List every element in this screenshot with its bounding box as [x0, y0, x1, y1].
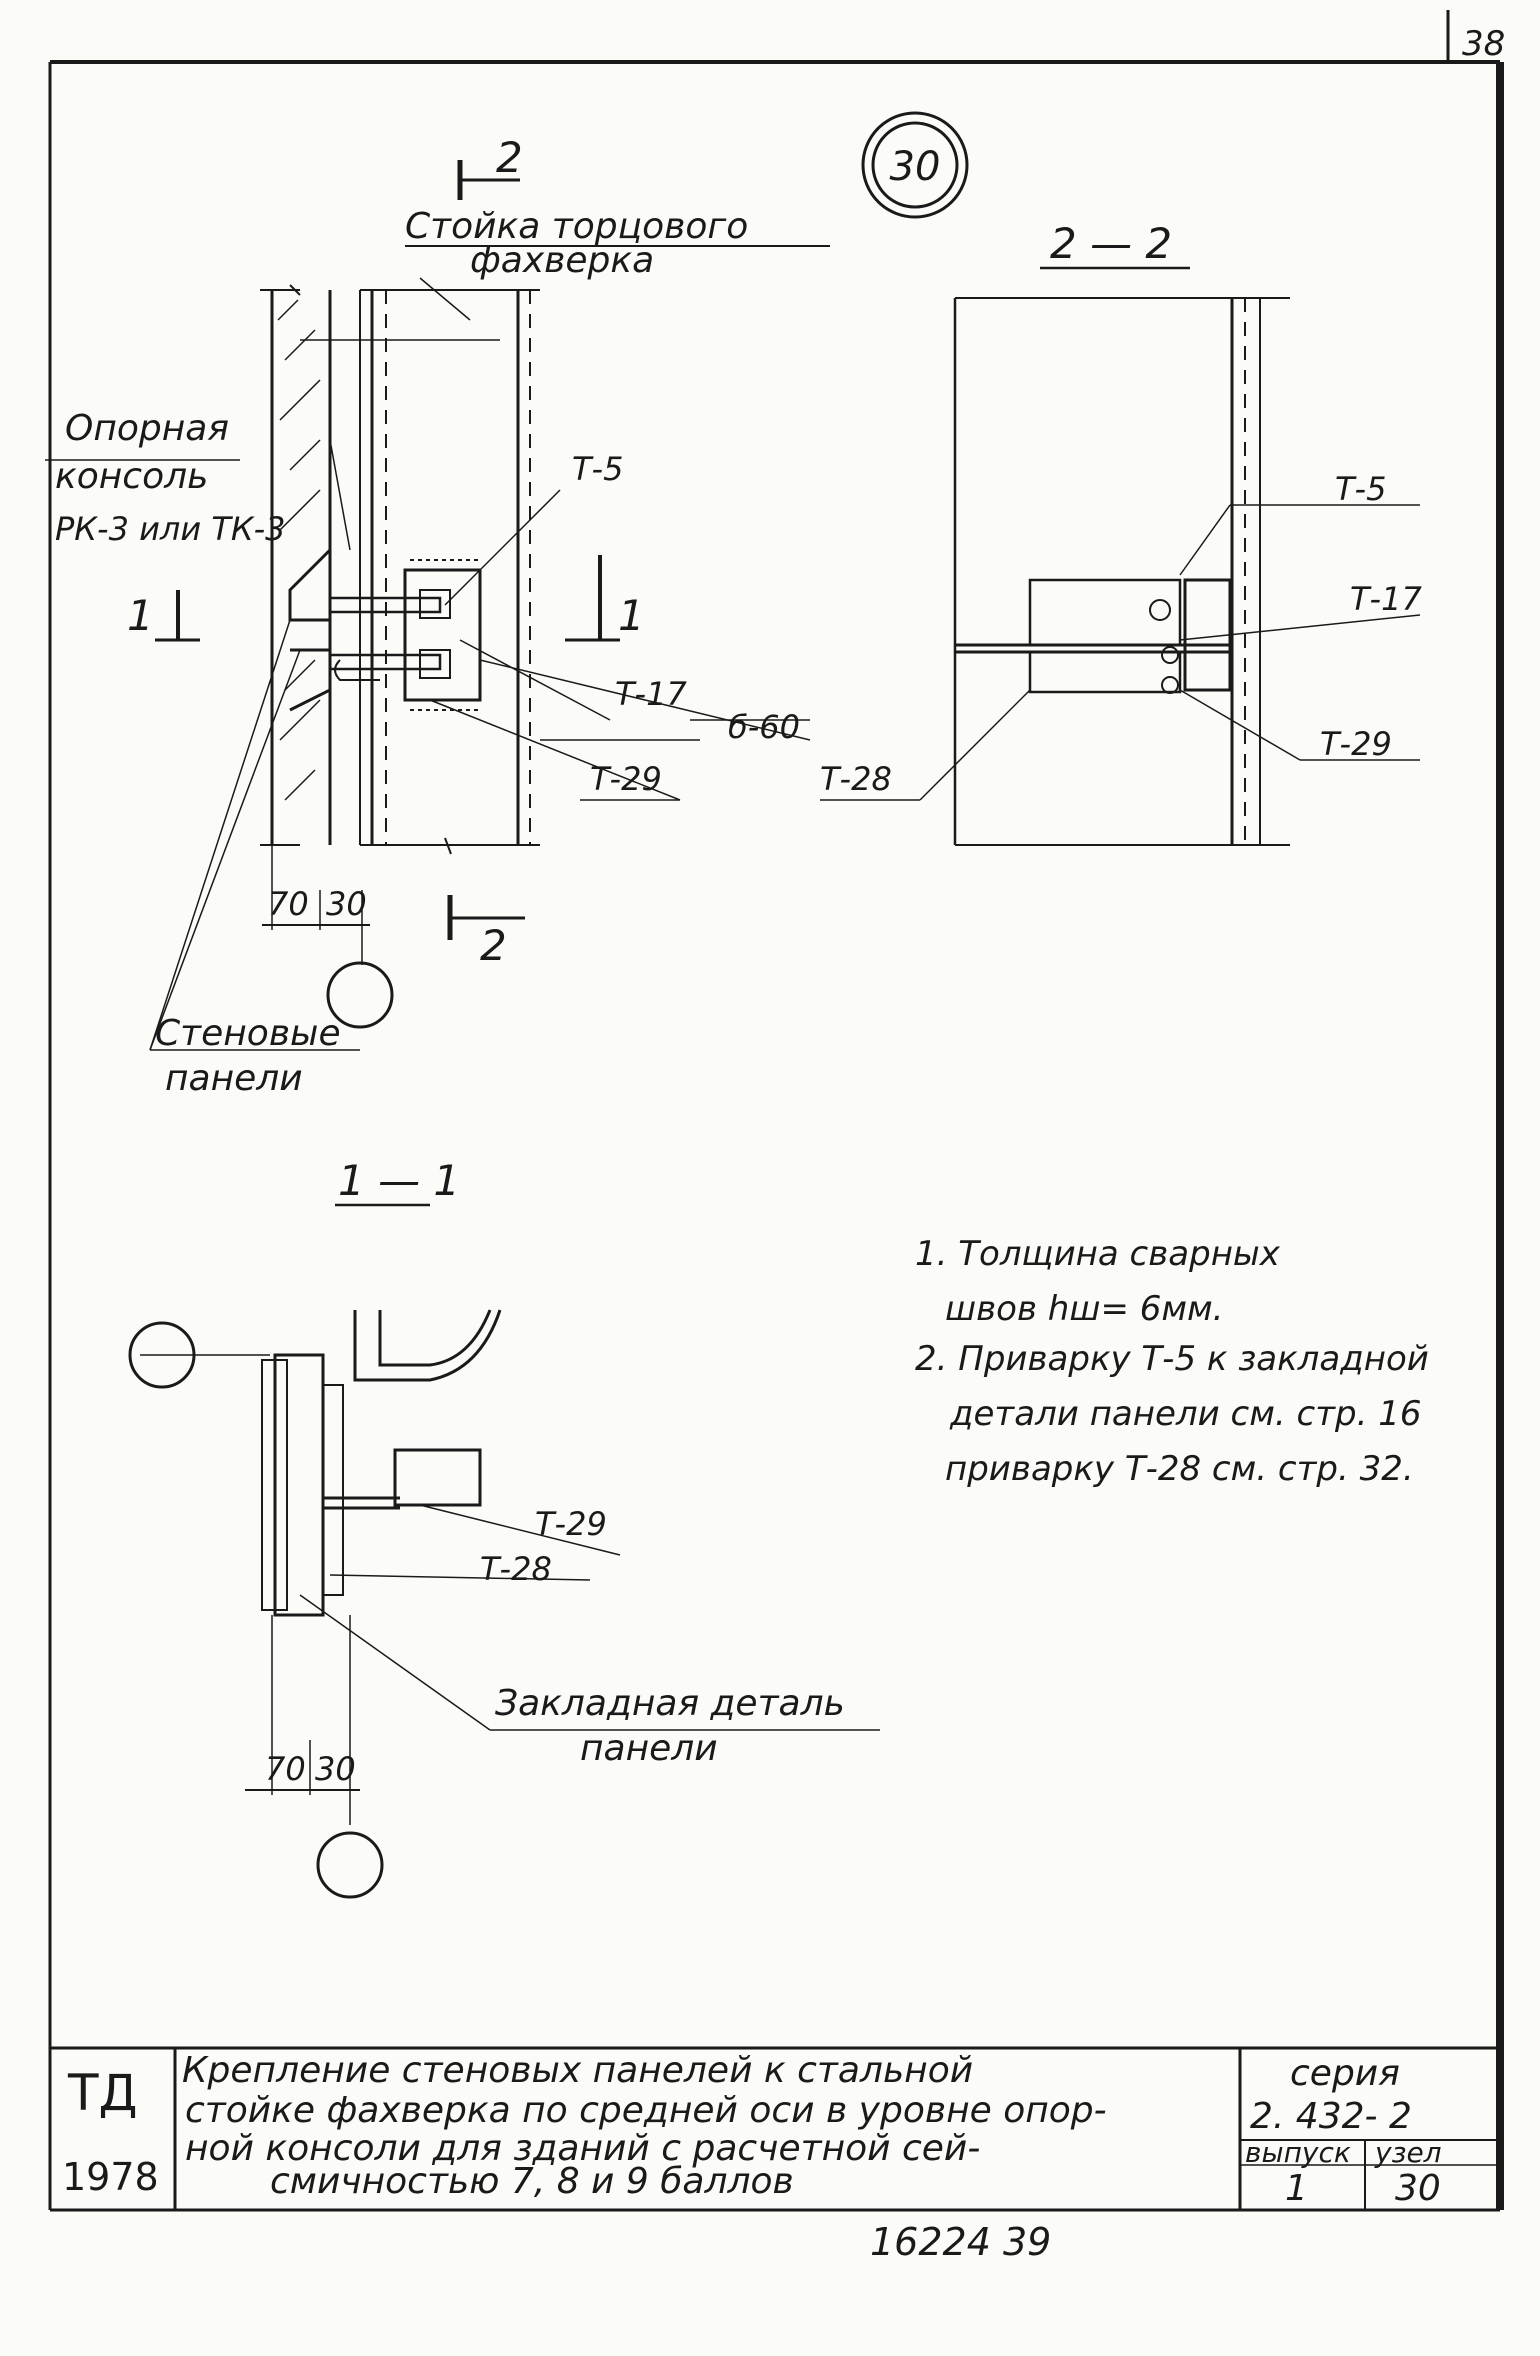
console-label-line2: консоль — [55, 456, 208, 497]
node-circle-number: 30 — [890, 144, 941, 190]
stamp-title-line4: смичностью 7, 8 и 9 баллов — [270, 2161, 794, 2202]
section-2-top-mark: 2 — [496, 133, 523, 182]
section-1-right-mark: 1 — [618, 591, 645, 640]
stamp-node-value: 30 — [1395, 2168, 1441, 2209]
label-t5-s22: Т-5 — [1335, 470, 1386, 508]
stamp-year: 1978 — [62, 2155, 159, 2199]
stand-title-line1: Стойка торцового — [405, 206, 748, 247]
label-t29-s22: Т-29 — [1320, 725, 1392, 763]
label-t29-main: Т-29 — [590, 760, 662, 798]
embed-label-line1: Закладная деталь — [495, 1683, 845, 1724]
stamp-title-line1: Крепление стеновых панелей к стальной — [182, 2050, 973, 2091]
stamp-issue-value: 1 — [1285, 2168, 1308, 2209]
stamp-series-value: 2. 432- 2 — [1250, 2096, 1412, 2137]
console-label-line3: РК-3 или ТК-3 — [55, 510, 285, 548]
label-t17-main: Т-17 — [615, 675, 687, 713]
title-block — [50, 2046, 1500, 2210]
label-t28-s22: Т-28 — [820, 760, 892, 798]
main-elevation-labels: 2 Стойка торцового фахверка Опорная конс… — [55, 133, 830, 1099]
section-1-1-title: 1 — 1 — [338, 1156, 460, 1205]
label-b60-main: б-60 — [728, 708, 800, 746]
section-1-1 — [128, 1203, 880, 1899]
main-elevation — [45, 160, 811, 1051]
dim-70-main: 70 — [268, 885, 309, 923]
note-line-3: 2. Приварку Т-5 к закладной — [915, 1339, 1429, 1379]
note-line-2: швов hш= 6мм. — [945, 1289, 1224, 1329]
stamp-org: ТД — [67, 2064, 138, 2122]
node-circle: 30 — [861, 111, 969, 219]
notes-block: 1. Толщина сварных швов hш= 6мм. 2. Прив… — [915, 1234, 1429, 1489]
note-line-5: приварку Т-28 см. стр. 32. — [945, 1449, 1414, 1489]
title-block-text: ТД 1978 Крепление стеновых панелей к ста… — [62, 2050, 1442, 2209]
section-2-bottom-mark: 2 — [480, 921, 507, 970]
console-label-line1: Опорная — [65, 408, 229, 449]
wall-panels-label-line2: панели — [165, 1058, 303, 1099]
section-2-2-labels: 2 — 2 Т-5 Т-17 Т-29 Т-28 — [820, 219, 1422, 798]
wall-panels-label-line1: Стеновые — [155, 1013, 341, 1054]
stamp-title-line3: ной консоли для зданий с расчетной сей- — [185, 2128, 980, 2169]
stamp-title-line2: стойке фахверка по средней оси в уровне … — [185, 2090, 1107, 2131]
label-t28-s11: Т-28 — [480, 1550, 552, 1588]
stamp-issue-label: выпуск — [1245, 2136, 1351, 2169]
page-number: 38 — [1462, 24, 1505, 64]
label-t17-s22: Т-17 — [1350, 580, 1422, 618]
section-2-2-title: 2 — 2 — [1050, 219, 1172, 268]
footer-number: 16224 39 — [870, 2220, 1051, 2264]
stand-title-line2: фахверка — [470, 240, 654, 281]
dim-30-main: 30 — [326, 885, 367, 923]
label-t5-main: Т-5 — [572, 450, 623, 488]
note-line-4: детали панели см. стр. 16 — [949, 1394, 1421, 1434]
section-1-1-labels: 1 — 1 Т-29 Т-28 Закладная деталь панели … — [265, 1156, 845, 1788]
embed-label-line2: панели — [580, 1728, 718, 1769]
section-2-2 — [820, 266, 1421, 846]
dim-70-s11: 70 — [265, 1750, 306, 1788]
dim-30-s11: 30 — [315, 1750, 356, 1788]
note-line-1: 1. Толщина сварных — [915, 1234, 1281, 1274]
stamp-series-label: серия — [1290, 2053, 1400, 2094]
sheet-frame — [48, 10, 1504, 2212]
label-t29-s11: Т-29 — [535, 1505, 607, 1543]
section-1-left-mark: 1 — [127, 591, 154, 640]
stamp-node-label: узел — [1374, 2136, 1442, 2169]
